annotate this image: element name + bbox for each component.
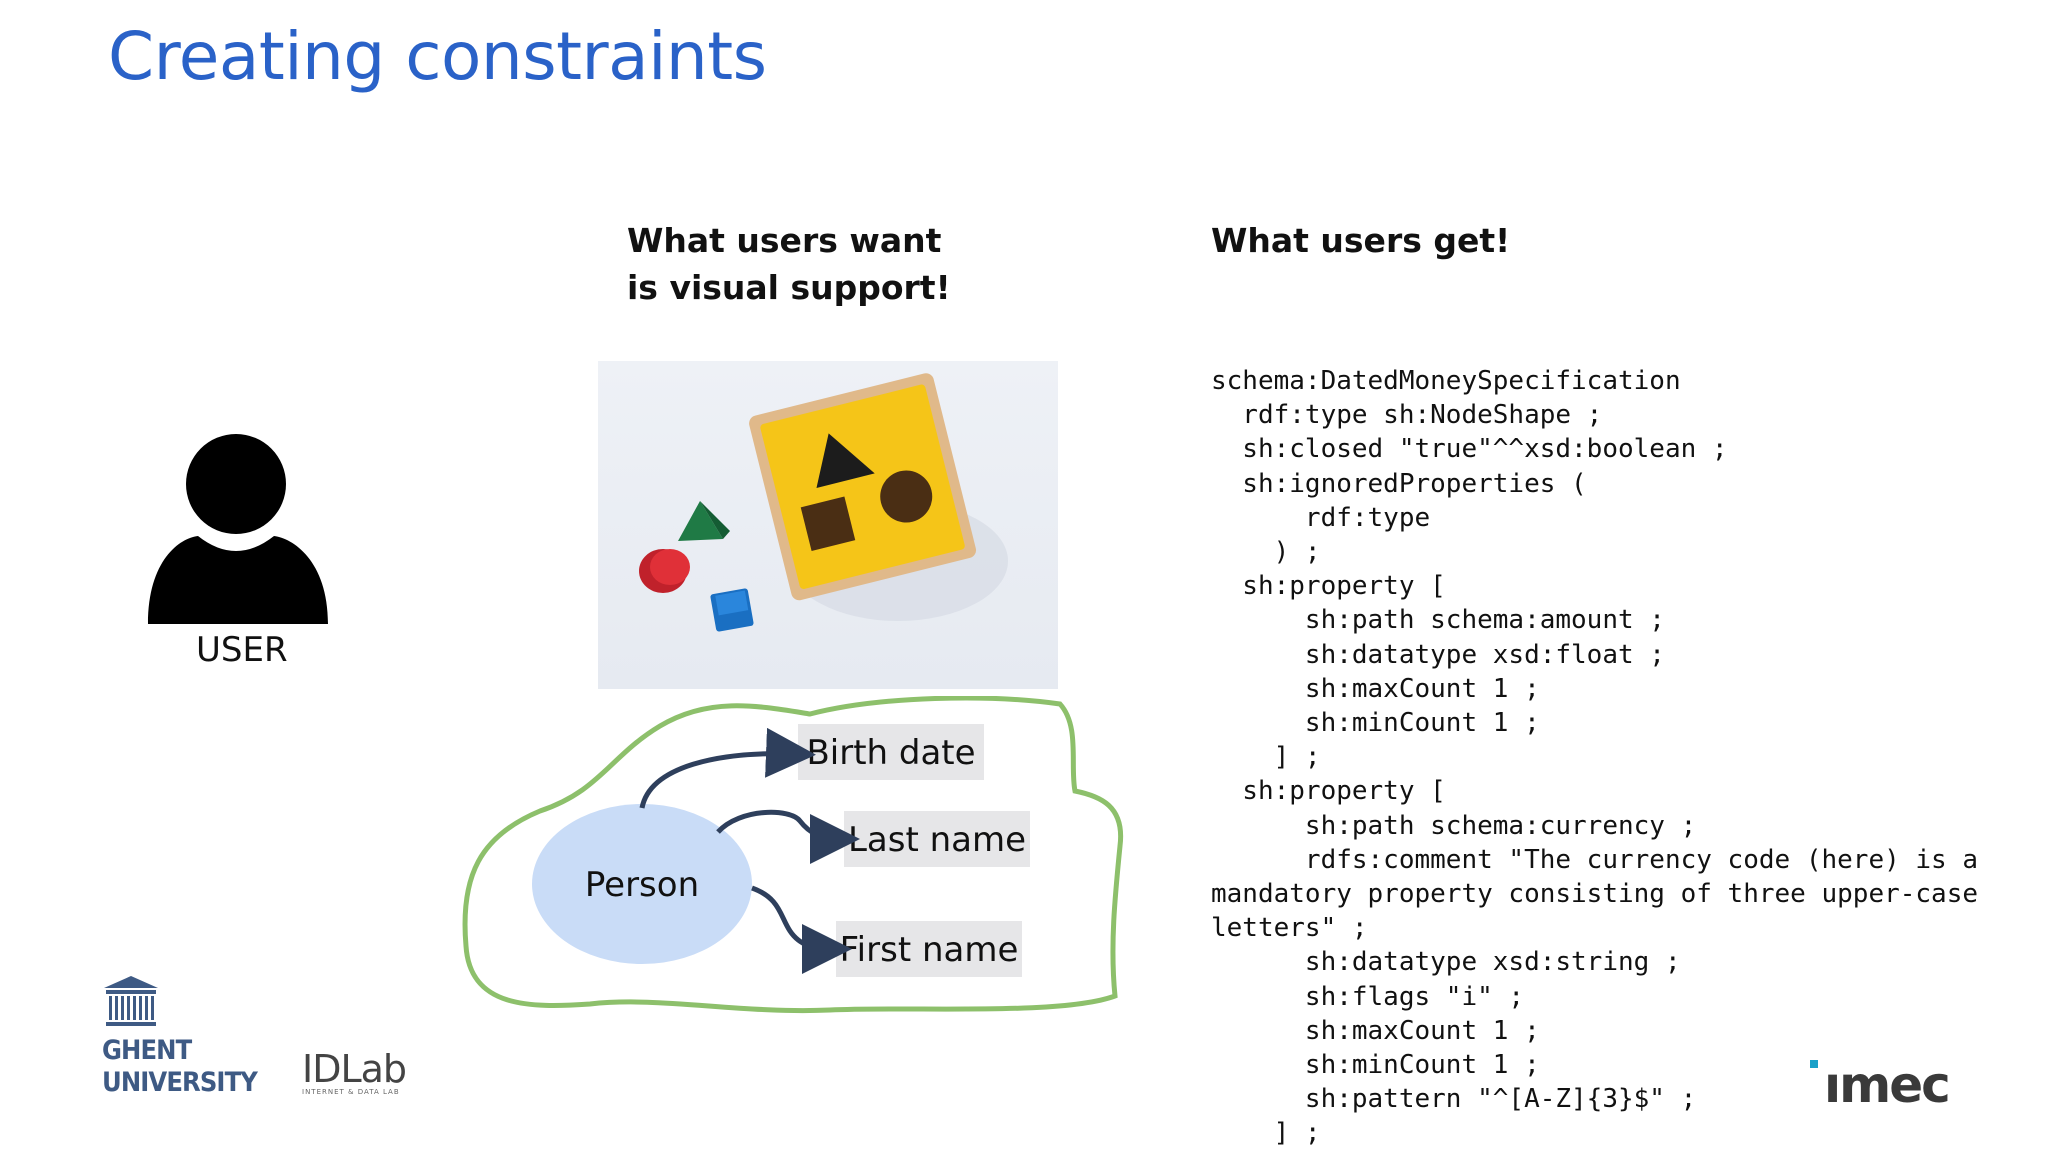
want-heading-line1: What users want <box>627 221 942 260</box>
first-name-box <box>836 921 1022 977</box>
first-name-label: First name <box>840 930 1019 970</box>
shacl-code-block: schema:DatedMoneySpecification rdf:type … <box>1211 366 1979 1149</box>
idlab-wordmark: IDLab <box>302 1047 407 1091</box>
shape-sorter-toy-photo <box>598 361 1058 689</box>
imec-logo: ımec <box>1810 1056 1951 1114</box>
birth-date-label: Birth date <box>806 733 975 773</box>
slide-title: Creating constraints <box>108 18 767 95</box>
user-block: USER <box>140 430 340 670</box>
university-building-icon <box>104 976 158 1026</box>
person-node <box>532 804 752 964</box>
idlab-subtitle: INTERNET & DATA LAB <box>302 1088 400 1096</box>
imec-wordmark: ımec <box>1824 1056 1951 1114</box>
ghent-line1: GHENT <box>102 1035 192 1066</box>
idlab-logo: IDLab INTERNET & DATA LAB <box>302 1047 407 1096</box>
constraint-outline <box>462 696 1124 1014</box>
get-heading: What users get! <box>1211 221 1511 260</box>
arrow-birth-date <box>639 727 816 809</box>
ghent-line2: UNIVERSITY <box>102 1067 258 1098</box>
last-name-box <box>844 811 1030 867</box>
ghent-university-wordmark: GHENT UNIVERSITY <box>102 1035 258 1099</box>
person-label: Person <box>585 865 699 905</box>
last-name-label: Last name <box>848 820 1026 860</box>
user-silhouette-icon <box>148 434 328 624</box>
ghent-university-logo: GHENT UNIVERSITY <box>102 974 262 1099</box>
arrow-last-name <box>716 809 860 864</box>
birth-date-box <box>798 724 984 780</box>
schema-diagram: Person Birth date Last name First name <box>462 696 1124 1014</box>
want-heading: What users want is visual support! <box>627 217 951 311</box>
want-heading-line2: is visual support! <box>627 268 951 307</box>
imec-dot-icon <box>1810 1060 1818 1068</box>
arrow-first-name <box>751 885 852 974</box>
user-label: USER <box>196 630 288 670</box>
